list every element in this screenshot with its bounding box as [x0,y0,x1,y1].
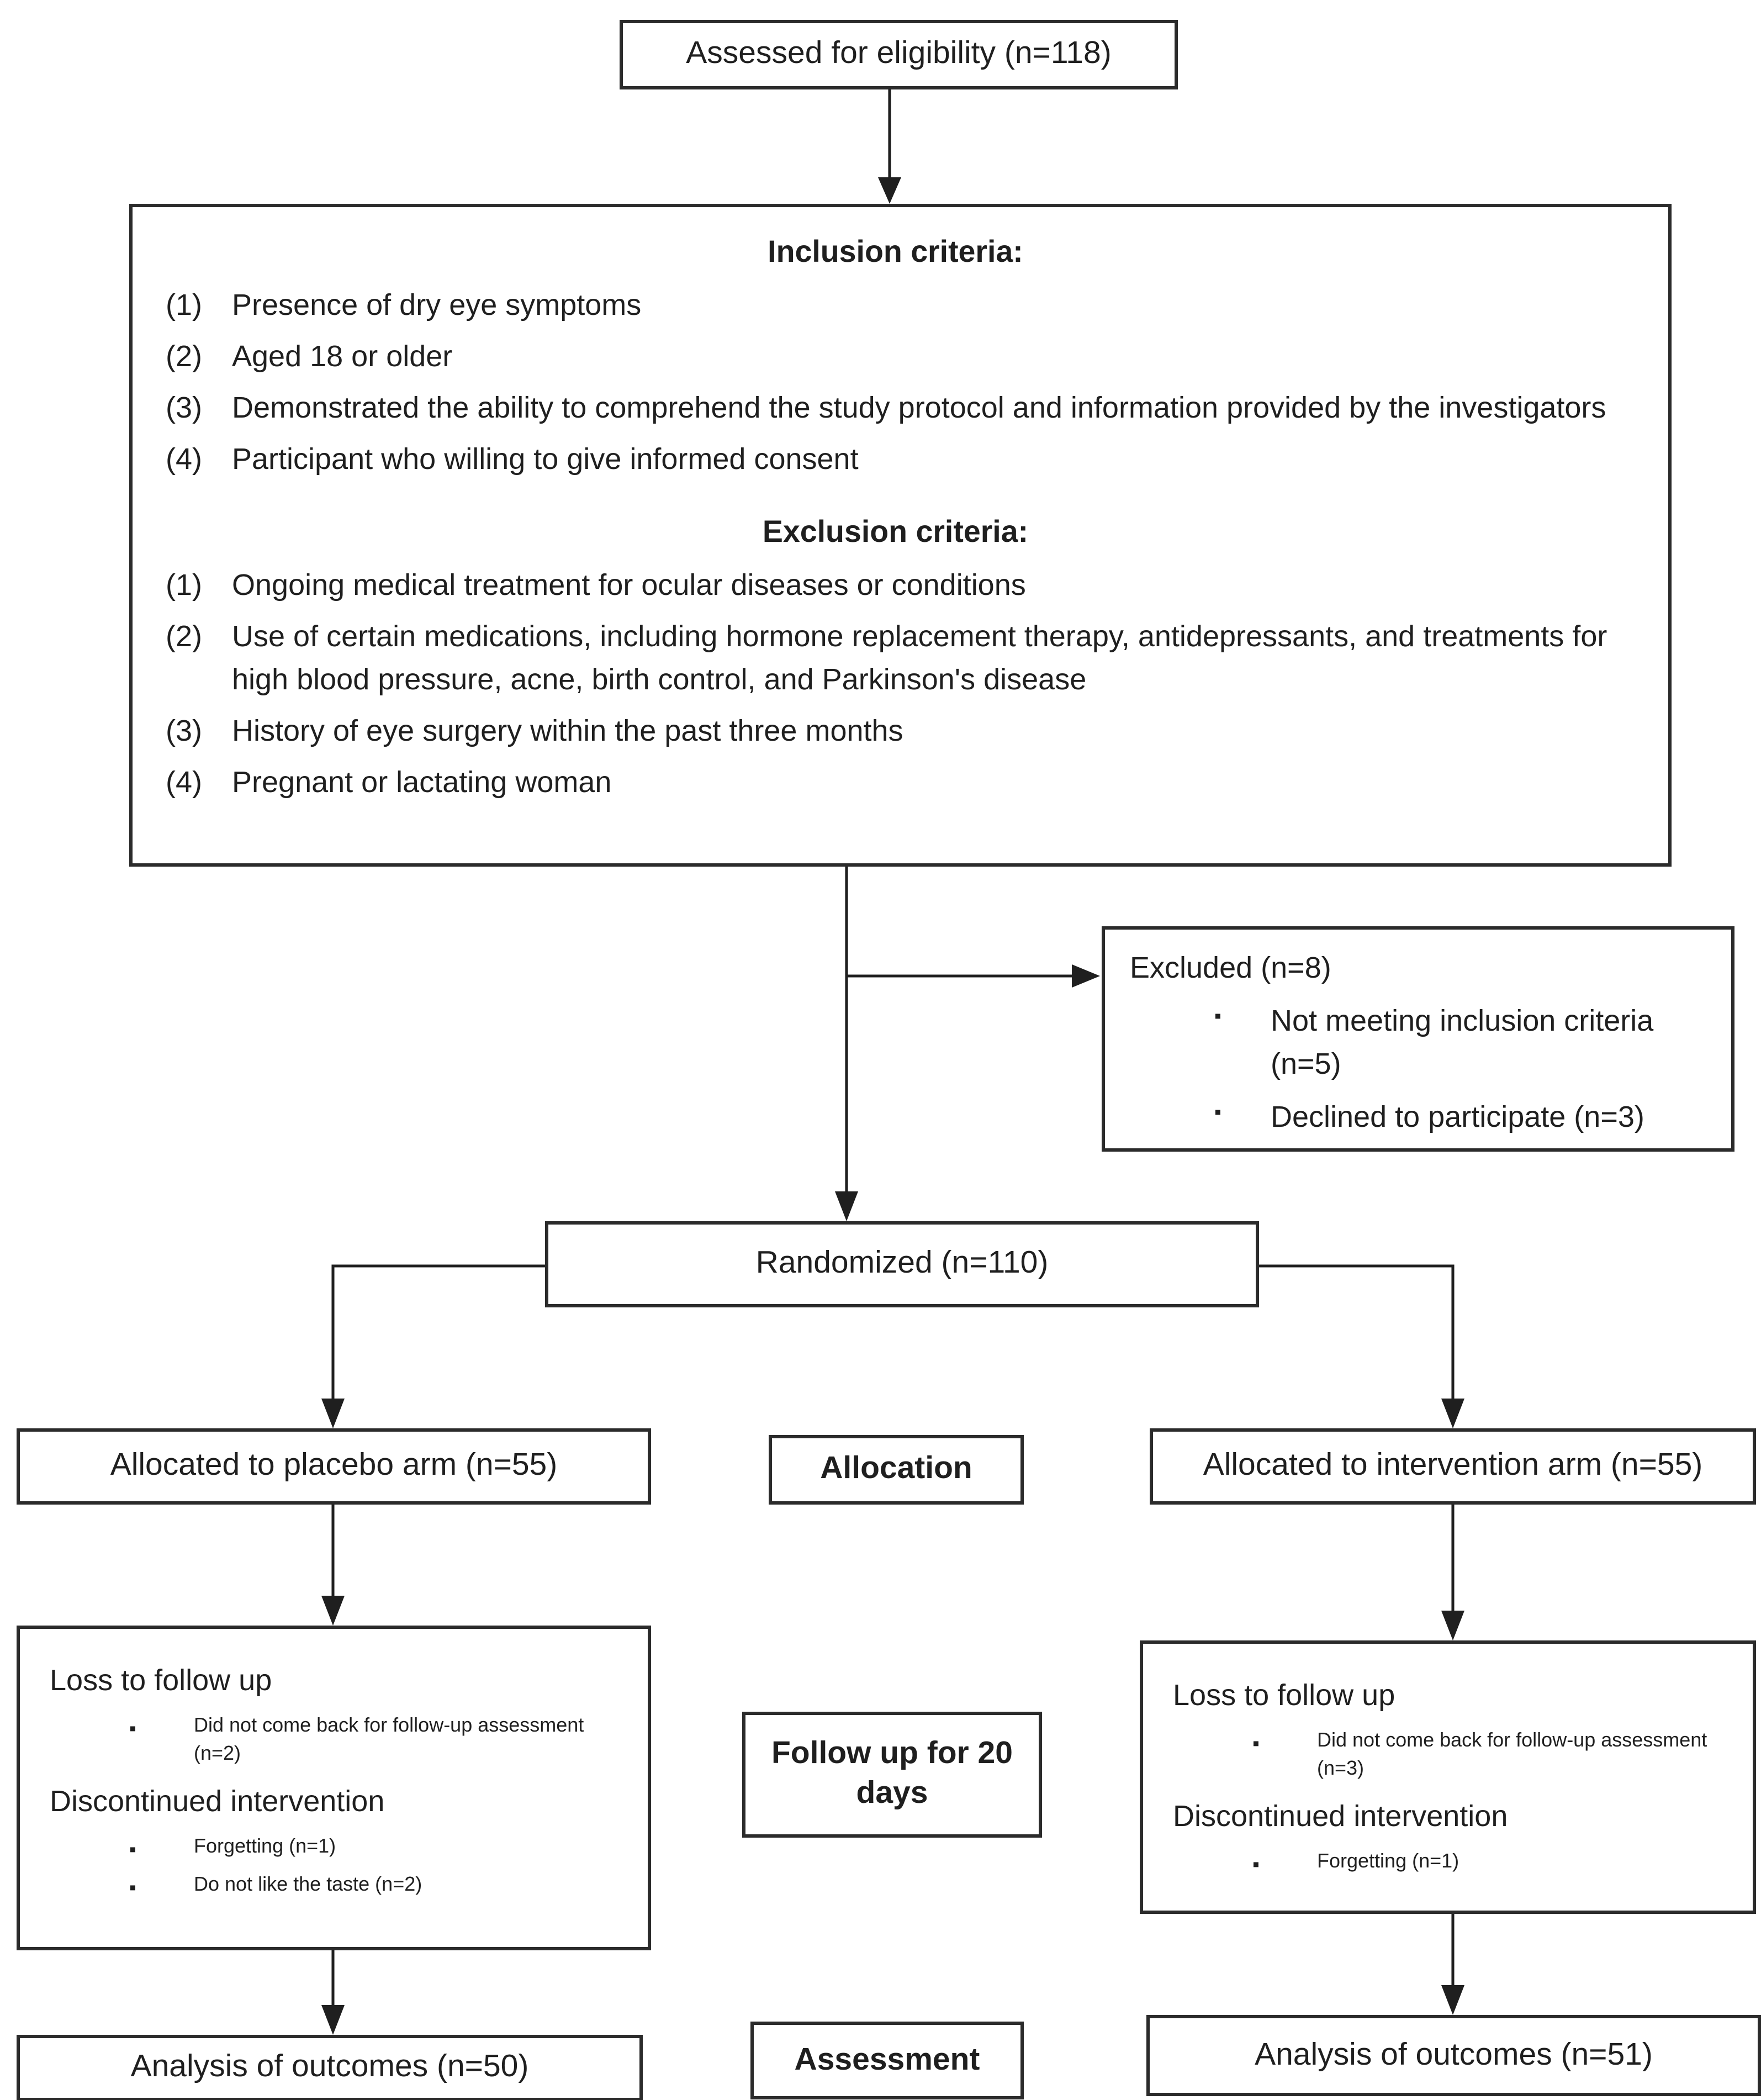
intervention-followup-box: ▪ Loss to follow up ▪ Did not come back … [1140,1640,1756,1914]
exclusion-criteria-item: (3) History of eye surgery within the pa… [166,710,1625,753]
exclusion-criteria-item: (1) Ongoing medical treatment for ocular… [166,563,1625,606]
bullet-square-icon: ▪ [1252,1852,1260,1876]
followup-line-text: Discontinued intervention [1173,1799,1508,1833]
excluded-reason-item: ▪ Declined to participate (n=3) [1130,1096,1708,1139]
bullet-square-icon: ▪ [1252,1732,1260,1755]
item-number: (1) [166,288,202,321]
randomized-label: Randomized (n=110) [755,1246,1049,1281]
followup-stage-label: Follow up for 20 days [771,1737,1013,1811]
intervention-followup-lines: ▪ Loss to follow up ▪ Did not come back … [1143,1674,1736,1876]
intervention-arm-label: Allocated to intervention arm (n=55) [1203,1448,1703,1484]
item-number: (2) [166,339,202,373]
placebo-analysis-box: Analysis of outcomes (n=50) [17,2035,643,2100]
excluded-reason-text: Not meeting inclusion criteria (n=5) [1271,1004,1654,1081]
followup-line-text: Did not come back for follow-up assessme… [1317,1728,1707,1781]
followup-line: ▪ Loss to follow up [1143,1674,1736,1717]
followup-line: ▪ Discontinued intervention [1143,1795,1736,1838]
excluded-reason-text: Declined to participate (n=3) [1271,1100,1644,1134]
allocation-stage-label: Allocation [820,1452,972,1487]
item-number: (2) [166,620,202,653]
bullet-square-icon: ▪ [129,1876,136,1900]
item-number: (1) [166,568,202,601]
randomized-box: Randomized (n=110) [545,1221,1259,1307]
followup-line: ▪ Did not come back for follow-up assess… [1143,1727,1736,1784]
inclusion-criteria-item: (4) Participant who willing to give info… [166,437,1625,481]
followup-stage-box: Follow up for 20 days [742,1712,1042,1838]
followup-line-text: Forgetting (n=1) [1317,1849,1459,1872]
assessment-stage-label: Assessment [794,2042,980,2077]
item-number: (4) [166,442,202,476]
exclusion-criteria-item: (2) Use of certain medications, includin… [166,615,1625,701]
inclusion-criteria-list: (1) Presence of dry eye symptoms (2) Age… [166,283,1625,481]
placebo-arm-box: Allocated to placebo arm (n=55) [17,1428,651,1505]
followup-line: ▪ Loss to follow up [20,1659,631,1702]
excluded-box: Excluded (n=8) ▪ Not meeting inclusion c… [1102,926,1734,1152]
exclusion-criteria-item: (4) Pregnant or lactating woman [166,761,1625,804]
followup-line: ▪ Forgetting (n=1) [20,1833,631,1861]
placebo-analysis-label: Analysis of outcomes (n=50) [130,2050,529,2085]
bullet-square-icon: ▪ [129,1717,136,1740]
placebo-followup-lines: ▪ Loss to follow up ▪ Did not come back … [20,1659,631,1900]
followup-line-text: Loss to follow up [1173,1679,1395,1712]
assessed-eligibility-box: Assessed for eligibility (n=118) [620,20,1178,89]
item-text: Pregnant or lactating woman [232,766,612,800]
followup-line: ▪ Do not like the taste (n=2) [20,1871,631,1900]
placebo-followup-box: ▪ Loss to follow up ▪ Did not come back … [17,1626,651,1950]
intervention-analysis-label: Analysis of outcomes (n=51) [1255,2037,1653,2072]
exclusion-criteria-title: Exclusion criteria: [762,514,1029,549]
inclusion-criteria-title: Inclusion criteria: [768,234,1023,268]
bullet-square-icon: ▪ [1214,1100,1221,1124]
item-text: Aged 18 or older [232,339,453,373]
inclusion-criteria-item: (2) Aged 18 or older [166,335,1625,378]
arrow-randomized-to-intervention [1259,1264,1455,1402]
intervention-arm-box: Allocated to intervention arm (n=55) [1150,1428,1756,1505]
followup-line-text: Discontinued intervention [50,1784,385,1818]
assessed-eligibility-label: Assessed for eligibility (n=118) [686,36,1112,72]
criteria-box: Inclusion criteria: (1) Presence of dry … [129,204,1672,867]
item-text: Ongoing medical treatment for ocular dis… [232,568,1026,601]
followup-line: ▪ Did not come back for follow-up assess… [20,1712,631,1769]
followup-line: ▪ Forgetting (n=1) [1143,1848,1736,1876]
item-text: Use of certain medications, including ho… [232,620,1607,697]
item-text: History of eye surgery within the past t… [232,714,903,748]
item-number: (3) [166,391,202,424]
bullet-square-icon: ▪ [129,1837,136,1861]
followup-line: ▪ Discontinued intervention [20,1780,631,1823]
followup-line-text: Did not come back for follow-up assessme… [194,1713,584,1766]
inclusion-criteria-item: (3) Demonstrated the ability to comprehe… [166,386,1625,429]
inclusion-criteria-item: (1) Presence of dry eye symptoms [166,283,1625,326]
followup-line-text: Do not like the taste (n=2) [194,1873,422,1897]
placebo-arm-label: Allocated to placebo arm (n=55) [110,1448,558,1484]
item-number: (3) [166,714,202,748]
intervention-analysis-box: Analysis of outcomes (n=51) [1146,2015,1761,2096]
excluded-reason-item: ▪ Not meeting inclusion criteria (n=5) [1130,999,1708,1086]
arrow-randomized-to-placebo [331,1264,545,1402]
bullet-square-icon: ▪ [1214,1004,1221,1028]
allocation-stage-box: Allocation [769,1435,1024,1505]
assessment-stage-box: Assessment [750,2022,1024,2099]
followup-line-text: Loss to follow up [50,1664,272,1697]
item-text: Participant who willing to give informed… [232,442,859,476]
excluded-title: Excluded (n=8) [1130,951,1331,984]
item-text: Presence of dry eye symptoms [232,288,642,321]
exclusion-criteria-list: (1) Ongoing medical treatment for ocular… [166,563,1625,804]
item-text: Demonstrated the ability to comprehend t… [232,391,1606,424]
excluded-reasons-list: ▪ Not meeting inclusion criteria (n=5) ▪… [1130,999,1708,1139]
followup-line-text: Forgetting (n=1) [194,1834,336,1858]
item-number: (4) [166,766,202,800]
